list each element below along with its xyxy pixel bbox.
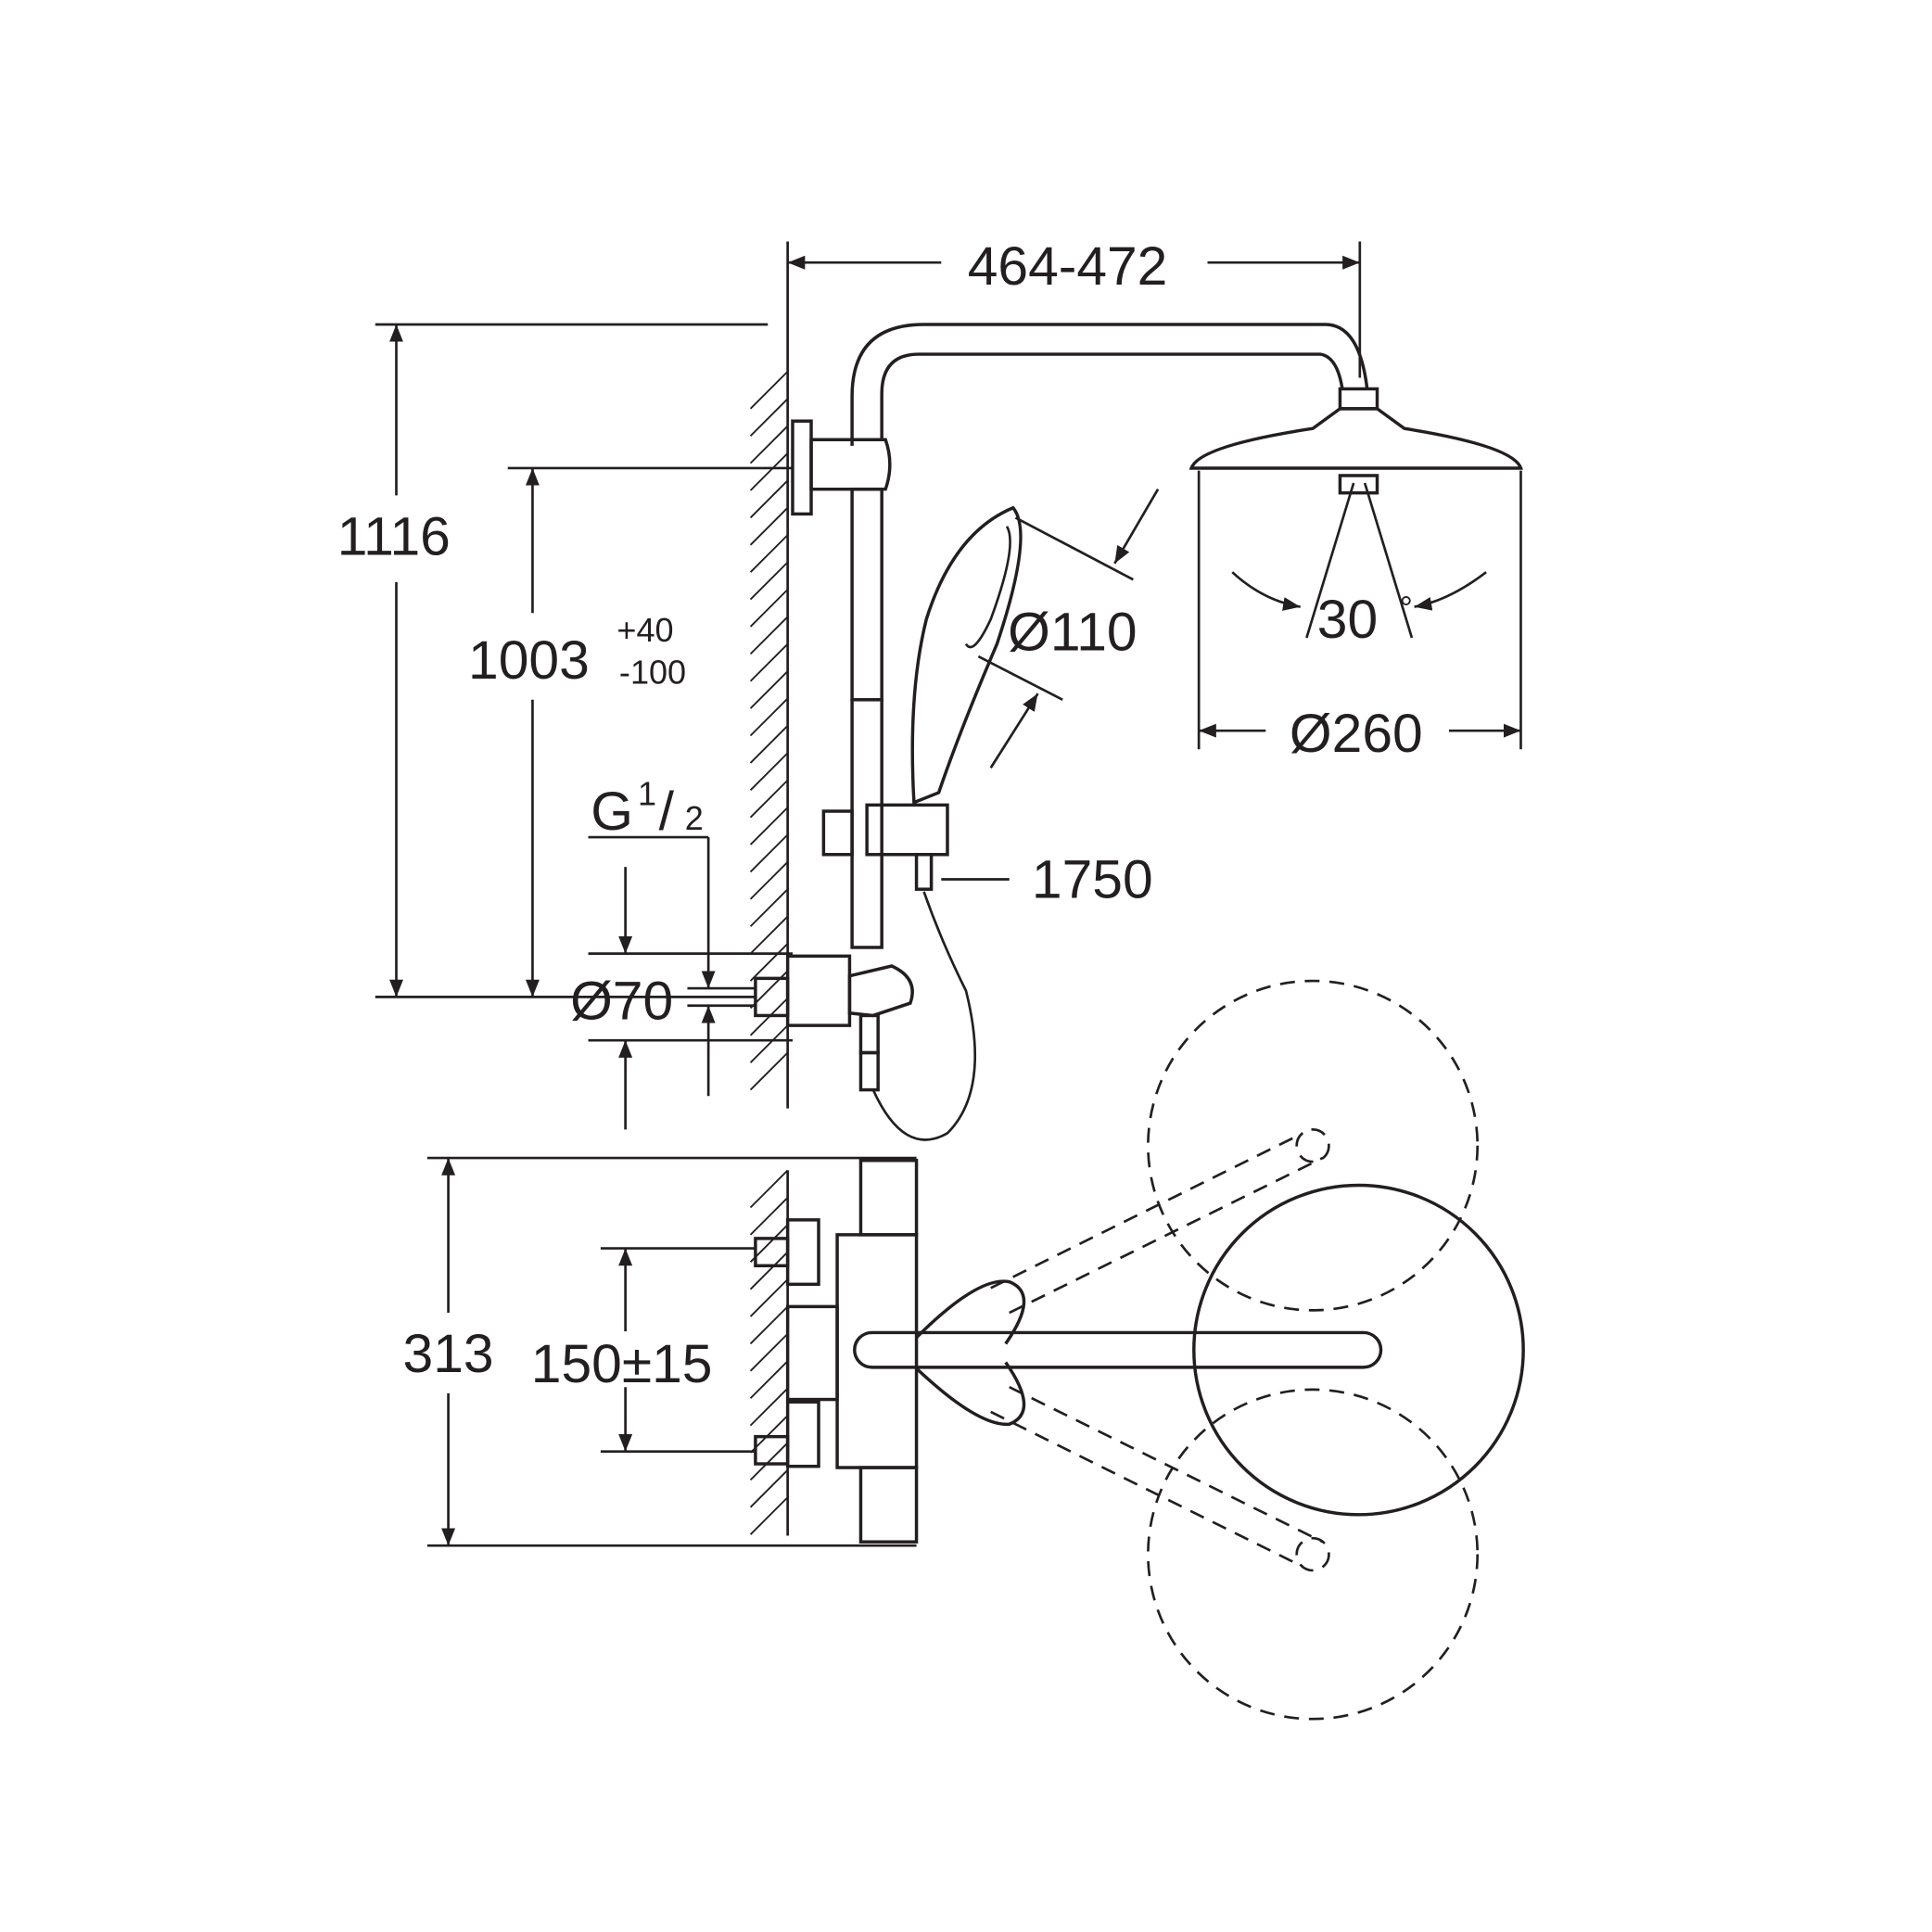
bracket-height-label: 1003 <box>468 630 590 691</box>
wall-hatch-line <box>749 1442 789 1481</box>
thread-prefix: G <box>591 782 633 842</box>
bracket-height-dimension: 1003 +40 -100 <box>468 466 793 998</box>
wall-hatch-line <box>749 371 789 410</box>
wall-hatch-line <box>749 833 789 873</box>
wall-hatch-line <box>749 943 789 982</box>
arm-length-dimension: 464-472 <box>787 236 1362 378</box>
total-height-label: 1116 <box>337 506 451 566</box>
wall-hatch-line <box>749 1469 789 1508</box>
inlet-centers-label: 150±15 <box>531 1334 713 1394</box>
wall-hatch-line <box>749 479 789 519</box>
thread-num: 1 <box>638 774 656 812</box>
wall-hatch-line <box>749 779 789 819</box>
wall-hatch-line <box>749 888 789 927</box>
wall-hatch-line <box>749 425 789 464</box>
depth-label: 313 <box>403 1324 494 1384</box>
degree-sign: ° <box>1400 589 1413 627</box>
wall-hatch-line <box>749 725 789 764</box>
mixer-side <box>754 954 914 1092</box>
head-shower: 30 ° Ø260 <box>1188 387 1523 764</box>
wall-hatch-line <box>749 1024 789 1063</box>
hose-length-label: 1750 <box>1032 850 1153 910</box>
spray-angle-label: 30 <box>1317 590 1378 650</box>
tolerance-minus: -100 <box>619 653 686 691</box>
wall-hatch-line <box>749 970 789 1010</box>
wall-hatch-line <box>749 561 789 601</box>
wall-hatch-line <box>749 697 789 737</box>
wall-hatch-line <box>749 452 789 491</box>
wall-hatch-line <box>749 1051 789 1091</box>
wall-hatch-line <box>749 1197 789 1236</box>
wall-hatch-line <box>749 1387 789 1427</box>
top-view: 313 150±15 <box>403 979 1525 1721</box>
wall-hatch-line <box>749 507 789 546</box>
wall-hatch-line <box>749 1224 789 1263</box>
wall-hatch-line <box>749 998 789 1036</box>
wall-hatch-line <box>749 1360 789 1399</box>
total-height-dimension: 1116 <box>337 323 769 998</box>
wall-hatch-line <box>749 534 789 573</box>
arm-length-label: 464-472 <box>968 236 1168 297</box>
wall-hatch-line <box>749 1251 789 1290</box>
thread-den: 2 <box>685 799 704 837</box>
wall-hatch-line <box>749 398 789 437</box>
wall-hatch-line <box>749 915 789 955</box>
wall-hatch-line <box>749 1278 789 1317</box>
hand-shower-diameter-label: Ø110 <box>1008 602 1137 662</box>
wall-hatch-line <box>749 1415 789 1454</box>
wall-hatch-line <box>749 1496 789 1535</box>
wall-hatch-line <box>749 643 789 682</box>
wall-hatch-line <box>749 616 789 655</box>
escutcheon-diameter-label: Ø70 <box>570 971 673 1031</box>
tolerance-plus: +40 <box>616 611 673 649</box>
head-diameter-label: Ø260 <box>1290 704 1423 764</box>
wall-hatch-line <box>749 589 789 628</box>
wall-hatch-line <box>749 752 789 791</box>
thread-slash: / <box>659 782 675 842</box>
wall-hatch-line <box>749 861 789 900</box>
hand-shower: Ø110 1750 <box>821 489 1160 1141</box>
wall-hatch-line <box>749 807 789 845</box>
wall-hatch-line <box>749 670 789 709</box>
wall-hatch-line <box>749 1333 789 1372</box>
wall-hatch-line <box>749 1305 789 1345</box>
connection-dimensions: G 1 / 2 Ø70 <box>570 774 793 1130</box>
wall-hatch-line <box>749 1169 789 1209</box>
